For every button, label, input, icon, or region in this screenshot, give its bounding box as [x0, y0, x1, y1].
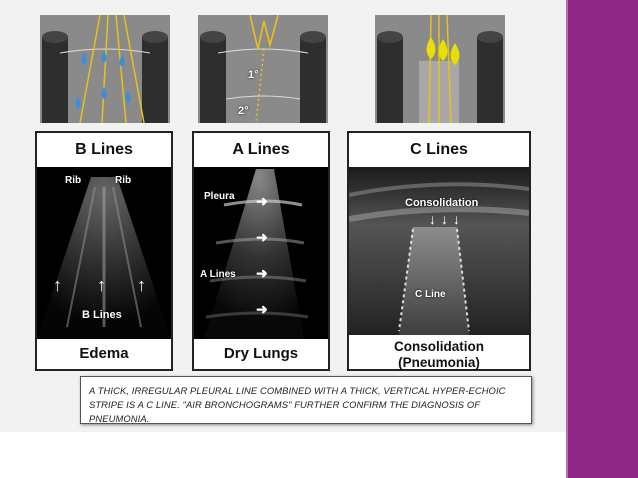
label-c-line: C Line — [415, 289, 446, 300]
footer-line-consolidation: Consolidation — [394, 339, 484, 354]
label-rib-right: Rib — [115, 175, 132, 186]
schematic-b-lines — [40, 15, 170, 123]
angle-label-first: 1° — [248, 69, 259, 81]
droplet-icon — [119, 55, 125, 67]
ultrasound-a-lines: Pleura ➜ ➜ A Lines ➜ ➜ — [194, 167, 328, 339]
down-arrow-icon: ↓ — [453, 211, 460, 227]
droplet-icon — [438, 39, 448, 61]
droplet-icon — [450, 43, 460, 65]
down-arrow-icon: ↓ — [429, 211, 436, 227]
c-lines-schematic-svg — [375, 15, 505, 123]
label-a-lines: A Lines — [200, 269, 236, 280]
b-lines-ultrasound-svg — [37, 177, 171, 339]
panel-title-a-lines: A Lines — [232, 141, 290, 158]
c-lines-ultrasound-svg — [349, 167, 529, 335]
right-arrow-icon: ➜ — [256, 301, 268, 317]
label-consolidation: Consolidation — [405, 197, 479, 209]
panel-footer-edema: Edema — [79, 345, 129, 362]
down-arrow-icon: ↓ — [441, 211, 448, 227]
b-lines-schematic-svg — [40, 15, 170, 123]
a-lines-schematic-svg — [198, 15, 328, 123]
up-arrow-icon: ↑ — [137, 275, 146, 295]
droplet-icon — [101, 51, 107, 63]
droplet-icon — [101, 87, 107, 99]
up-arrow-icon: ↑ — [97, 275, 106, 295]
droplet-icon — [75, 97, 81, 109]
droplet-icon — [81, 53, 87, 65]
label-b-lines: B Lines — [82, 309, 122, 321]
caption-text: A THICK, IRREGULAR PLEURAL LINE COMBINED… — [89, 385, 506, 424]
schematic-a-lines: 1° 2° — [198, 15, 328, 123]
panel-a-lines: A Lines Pleura ➜ ➜ A Lines — [192, 131, 330, 371]
footer-line-pneumonia: (Pneumonia) — [398, 355, 480, 370]
ultrasound-c-lines: Consolidation ↓ ↓ ↓ C Line — [349, 167, 529, 335]
label-pleura: Pleura — [204, 191, 235, 202]
panel-title-b-lines: B Lines — [75, 141, 133, 158]
accent-stripe — [568, 0, 638, 478]
a-lines-ultrasound-svg — [204, 169, 309, 339]
accent-divider — [566, 0, 568, 478]
up-arrow-icon: ↑ — [53, 275, 62, 295]
label-rib-left: Rib — [65, 175, 82, 186]
slide-content: 1° 2° B Lines — [0, 0, 566, 432]
caption-box: A THICK, IRREGULAR PLEURAL LINE COMBINED… — [80, 376, 532, 424]
ultrasound-b-lines: Rib Rib ↑ ↑ ↑ B Lines — [37, 167, 171, 339]
right-arrow-icon: ➜ — [256, 193, 268, 209]
schematic-c-lines — [375, 15, 505, 123]
right-arrow-icon: ➜ — [256, 229, 268, 245]
panel-footer-dry-lungs: Dry Lungs — [223, 345, 299, 362]
panel-title-c-lines: C Lines — [410, 141, 468, 158]
right-arrow-icon: ➜ — [256, 265, 268, 281]
droplet-icon — [426, 37, 436, 59]
panel-footer-consolidation: Consolidation (Pneumonia) — [349, 339, 529, 371]
panel-c-lines: C Lines — [347, 131, 531, 371]
panel-b-lines: B Lines Rib Rib ↑ ↑ ↑ B Lines — [35, 131, 173, 371]
angle-label-second: 2° — [238, 105, 249, 117]
droplet-icon — [125, 91, 131, 103]
